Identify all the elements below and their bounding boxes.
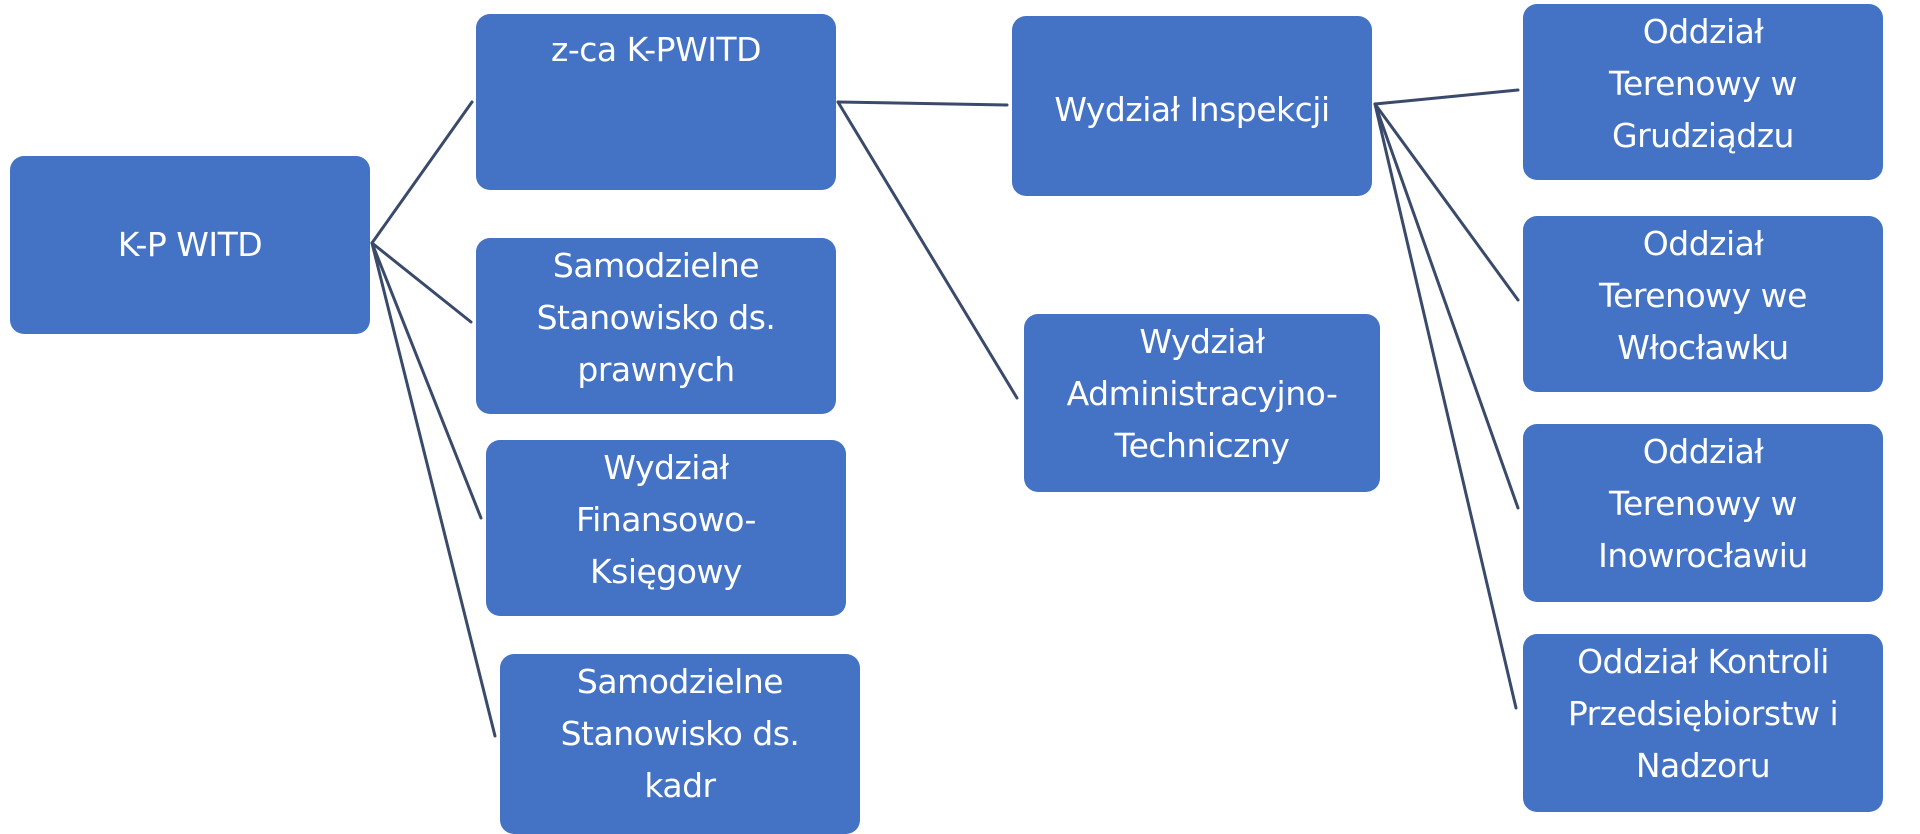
edge-root-deputy [370,100,474,245]
edge-deputy-admin [836,100,1019,400]
node-inspection-dept[interactable]: Wydział Inspekcji [1012,16,1372,196]
node-wloclawek-branch[interactable]: Oddział Terenowy we Włocławku [1523,216,1883,392]
node-label: Oddział Terenowy w Grudziądzu [1608,12,1798,155]
node-label: Wydział Inspekcji [1054,90,1330,129]
node-label: Oddział Terenowy w Inowrocławiu [1598,432,1808,575]
connector-lines [370,88,1520,738]
node-grudziadz-branch[interactable]: Oddział Terenowy w Grudziądzu [1523,4,1883,180]
node-control-branch[interactable]: Oddział Kontroli Przedsiębiorstw i Nadzo… [1523,634,1883,812]
node-label: Wydział Finansowo- Księgowy [576,448,756,591]
node-legal-post[interactable]: Samodzielne Stanowisko ds. prawnych [476,238,836,414]
node-label: K-P WITD [117,225,263,264]
edge-inspection-grudziadz [1373,88,1520,106]
edge-root-hr [370,241,497,738]
node-admin-dept[interactable]: Wydział Administracyjno- Techniczny [1024,314,1380,492]
edge-root-legal [370,241,473,324]
edge-deputy-inspection [836,100,1009,107]
edge-inspection-wloclawek [1373,102,1520,302]
edge-inspection-control [1373,102,1518,710]
node-label: Samodzielne Stanowisko ds. kadr [560,662,800,805]
node-inowroclaw-branch[interactable]: Oddział Terenowy w Inowrocławiu [1523,424,1883,602]
node-finance-dept[interactable]: Wydział Finansowo- Księgowy [486,440,846,616]
node-label: Oddział Terenowy we Włocławku [1599,224,1807,367]
node-kp-witd[interactable]: K-P WITD [10,156,370,334]
org-chart: K-P WITD z-ca K-PWITD Samodzielne Stanow… [10,4,1883,834]
edge-inspection-inowroclaw [1373,102,1520,510]
node-deputy[interactable]: z-ca K-PWITD [476,14,836,190]
node-label: Wydział Administracyjno- Techniczny [1066,322,1338,465]
node-label: Samodzielne Stanowisko ds. prawnych [536,246,776,389]
edge-root-finance [370,241,483,520]
node-hr-post[interactable]: Samodzielne Stanowisko ds. kadr [500,654,860,834]
node-label: z-ca K-PWITD [551,30,762,69]
node-label: Oddział Kontroli Przedsiębiorstw i Nadzo… [1567,642,1839,785]
